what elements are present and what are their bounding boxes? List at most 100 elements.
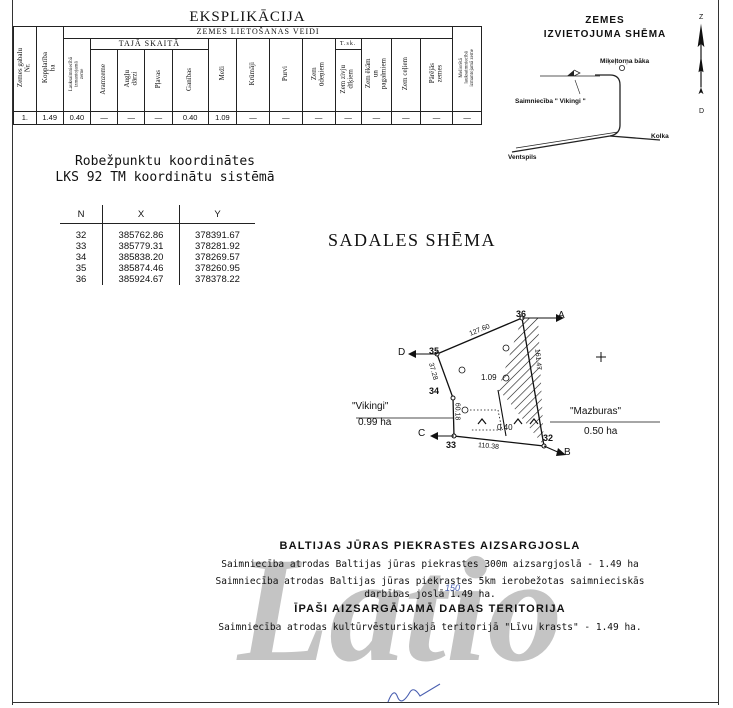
coordinate-row: 34 385838.20 378269.57 bbox=[60, 252, 255, 263]
compass-arrow-icon bbox=[697, 23, 705, 95]
handwritten-note: 150 bbox=[445, 583, 461, 593]
cell-n: 34 bbox=[60, 252, 103, 263]
tsk-header: T.sk. bbox=[334, 37, 362, 50]
coastal-zone-heading: BALTIJAS JŪRAS PIEKRASTES AIZSARGJOSLA bbox=[279, 540, 581, 552]
explication-table: EKSPLIKĀCIJA Zemes gabalu Nr. Kopplatība… bbox=[13, 9, 482, 125]
page-frame-bottom bbox=[12, 702, 719, 703]
page-frame-right bbox=[718, 0, 719, 705]
col-orchards: Augļu dārzi bbox=[117, 48, 146, 112]
mazburas-area: 0.50 ha bbox=[584, 426, 618, 437]
coordinates-table: N X Y 32 385762.86 378391.67 33 385779.3… bbox=[60, 205, 255, 285]
coordinates-title: Robežpunktu koordinātes LKS 92 TM koordi… bbox=[40, 154, 290, 185]
including-header: TAJĀ SKAITĀ bbox=[89, 37, 209, 50]
cell: — bbox=[236, 110, 270, 125]
ventspils-label: Ventspils bbox=[508, 154, 537, 161]
caret-mark bbox=[513, 418, 523, 425]
area-small-label: 0.40 bbox=[497, 423, 513, 432]
cell-n: 32 bbox=[60, 223, 103, 241]
header-n: N bbox=[60, 205, 103, 224]
vikingi-area: 0.99 ha bbox=[358, 417, 392, 428]
watermark-text: Latio bbox=[236, 527, 563, 693]
col-arable: Aramzeme bbox=[89, 48, 119, 112]
cell-y: 378281.92 bbox=[195, 241, 240, 252]
col-pastures: Ganības bbox=[171, 48, 209, 112]
location-map bbox=[511, 64, 661, 153]
direction-a-label: A bbox=[558, 310, 565, 321]
col-agricultural: Lauksaimniecībā izmantojamā zeme bbox=[62, 37, 91, 112]
cell: — bbox=[301, 110, 336, 125]
cell: — bbox=[117, 110, 146, 125]
cell-x: 385779.31 bbox=[102, 241, 180, 252]
coastal-zone-line3: darbības joslā 1.49 ha. bbox=[364, 589, 496, 600]
coordinates-title-line2: LKS 92 TM koordinātu sistēmā bbox=[55, 169, 275, 185]
point-34-label: 34 bbox=[429, 386, 440, 396]
cell: — bbox=[360, 110, 393, 125]
hatched-area bbox=[498, 318, 544, 446]
cell-x: 385924.67 bbox=[102, 274, 180, 285]
coordinate-row: 32 385762.86 378391.67 bbox=[60, 223, 255, 241]
division-plan bbox=[356, 314, 660, 456]
distance-34-33: 60.18 bbox=[453, 402, 461, 421]
parcel-boundary bbox=[436, 317, 545, 447]
cell: 1.09 bbox=[207, 110, 238, 125]
division-scheme-title: SADALES SHĒMA bbox=[328, 230, 497, 250]
notes-section: BALTIJAS JŪRAS PIEKRASTES AIZSARGJOSLA S… bbox=[180, 540, 680, 634]
direction-c-label: C bbox=[418, 428, 426, 439]
cell: — bbox=[334, 110, 362, 125]
point-33-label: 33 bbox=[446, 440, 457, 450]
watermark-logo: Latio bbox=[236, 527, 563, 693]
col-fish-ponds: Zem zivju dīķiem bbox=[334, 48, 362, 112]
col-meadows: Pļavas bbox=[144, 48, 173, 112]
location-title-line1: ZEMES bbox=[585, 15, 625, 26]
coastal-zone-line2: Saimniecība atrodas Baltijas jūras piekr… bbox=[215, 576, 645, 587]
protected-area-heading: ĪPAŠI AIZSARGĀJAMĀ DABAS TERITORIJA bbox=[294, 603, 566, 615]
col-forests: Meži bbox=[207, 37, 238, 112]
cell: 0.40 bbox=[171, 110, 209, 125]
coordinate-row: 35 385874.46 378260.95 bbox=[60, 263, 255, 274]
plus-marker bbox=[596, 352, 606, 362]
direction-d-label: D bbox=[398, 347, 406, 358]
cell: — bbox=[268, 110, 303, 125]
col-roads: Zem ceļiem bbox=[391, 37, 421, 112]
land-use-types-header: ZEMES LIETOŠANAS VEIDI bbox=[62, 25, 454, 39]
tree-marker bbox=[502, 344, 510, 352]
col-meliorated: Meliorētā lauksaimniecībā izmantojamā ze… bbox=[452, 25, 482, 112]
kolka-label: Kolka bbox=[651, 133, 669, 140]
compass-south-label: D bbox=[699, 108, 705, 115]
location-scheme-title: ZEMES IZVIETOJUMA SHĒMA bbox=[530, 14, 680, 41]
cell-y: 378378.22 bbox=[195, 274, 240, 285]
col-total-area: Kopplatība ha bbox=[35, 25, 64, 112]
cell: — bbox=[89, 110, 119, 125]
tree-marker bbox=[461, 406, 469, 414]
lighthouse-marker bbox=[619, 64, 626, 71]
protected-area-line: Saimniecība atrodas kultūrvēsturiskajā t… bbox=[218, 622, 642, 633]
cell: 0.40 bbox=[62, 110, 91, 125]
area-main-label: 1.09 bbox=[481, 373, 497, 382]
point-32-label: 32 bbox=[543, 433, 554, 443]
farm-label: Saimniecība " Vikingi " bbox=[515, 98, 586, 105]
coordinates-title-line1: Robežpunktu koordinātes bbox=[74, 154, 255, 169]
cell-y: 378391.67 bbox=[195, 230, 240, 241]
lighthouse-label: Miķeļtorņa bāka bbox=[600, 58, 650, 65]
direction-b-label: B bbox=[564, 447, 571, 458]
vertex-34 bbox=[450, 395, 456, 401]
col-buildings: Zem ēkām un pagalmiem bbox=[360, 37, 393, 112]
cell-n: 35 bbox=[60, 263, 103, 274]
point-36-label: 36 bbox=[516, 309, 527, 319]
cell-x: 385838.20 bbox=[102, 252, 180, 263]
tree-marker bbox=[458, 366, 466, 374]
col-parcel-nr: Zemes gabalu Nr. bbox=[13, 25, 37, 112]
col-water: Zem ūdeņiem bbox=[301, 37, 336, 112]
caret-mark bbox=[529, 418, 539, 425]
inner-division-line bbox=[497, 389, 507, 437]
dotted-subarea bbox=[470, 409, 503, 431]
cell-y: 378269.57 bbox=[195, 252, 240, 263]
farm-marker bbox=[567, 70, 574, 76]
cell-n: 33 bbox=[60, 241, 103, 252]
cell-n: 36 bbox=[60, 274, 103, 285]
cell-x: 385874.46 bbox=[102, 263, 180, 274]
cell: — bbox=[144, 110, 173, 125]
coordinate-row: 33 385779.31 378281.92 bbox=[60, 241, 255, 252]
road-parallel bbox=[515, 131, 619, 149]
point-35-label: 35 bbox=[429, 346, 440, 356]
